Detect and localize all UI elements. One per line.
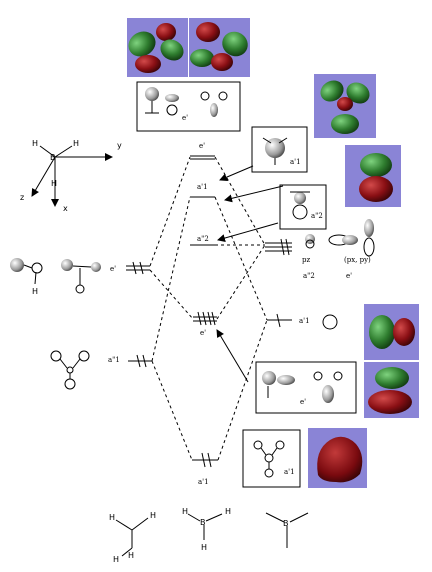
- right-level-p: [265, 238, 292, 256]
- orbital-panel-right-2: [345, 145, 401, 207]
- box-a2-double-prime: a"2: [279, 184, 327, 230]
- svg-text:e': e': [346, 272, 352, 280]
- right-level-s: a'1: [267, 313, 338, 330]
- svg-text:H: H: [73, 139, 79, 148]
- svg-text:H: H: [150, 511, 156, 520]
- box-small-label: a'1: [290, 158, 301, 166]
- center-level-a1-prime-upper: a'1: [190, 183, 215, 198]
- box-bottom-a1-prime: a'1: [242, 429, 301, 488]
- center-level-a1-prime-bottom: a'1: [192, 452, 218, 486]
- center-level-a2-double-prime: a"2: [190, 235, 215, 246]
- svg-text:a"2: a"2: [197, 235, 209, 243]
- svg-text:e': e': [200, 329, 206, 337]
- right-p-orbitals: pz a"2 (px, py) e': [302, 219, 375, 280]
- orbital-panel-right-1: [314, 74, 376, 138]
- left-a1-fragment: [50, 350, 90, 390]
- box-a1-prime-small: a'1: [251, 126, 308, 173]
- box-a2-label: a"2: [311, 212, 323, 220]
- pointer-arrows: [216, 165, 284, 383]
- svg-text:(px, py): (px, py): [344, 256, 371, 264]
- svg-text:H: H: [201, 543, 207, 552]
- planar-h4-fragment: [115, 517, 149, 557]
- left-level-e-prime: e': [110, 261, 150, 275]
- y-shaped-molecule: [265, 512, 309, 548]
- orbital-panel-top-left: [127, 18, 188, 77]
- svg-text:H: H: [225, 507, 231, 516]
- svg-text:z: z: [20, 193, 24, 202]
- svg-text:H: H: [109, 513, 115, 522]
- box-top-label: e': [182, 114, 188, 122]
- svg-text:B: B: [283, 519, 289, 528]
- left-level-a1-double-prime: a"1: [108, 354, 152, 368]
- svg-text:H: H: [32, 287, 38, 296]
- bh3-molecule: [187, 513, 223, 540]
- svg-text:H: H: [128, 551, 134, 560]
- svg-text:H: H: [182, 507, 188, 516]
- correlation-lines: [149, 156, 268, 461]
- svg-text:a'1: a'1: [198, 478, 209, 486]
- svg-text:B: B: [50, 153, 56, 162]
- svg-text:x: x: [63, 204, 68, 213]
- center-level-e-prime-bonding: e': [193, 311, 217, 337]
- box-lower-e-prime: e': [255, 361, 357, 414]
- box-top-e-prime: e': [136, 81, 241, 132]
- left-e-prime-fragments: H: [10, 258, 101, 296]
- center-level-e-prime-top: e': [190, 142, 215, 160]
- svg-text:a'1: a'1: [299, 317, 310, 325]
- svg-text:a'1: a'1: [197, 183, 208, 191]
- svg-text:a"2: a"2: [303, 272, 315, 280]
- box-lower-label: e': [300, 398, 306, 406]
- coordinate-axes: H H H B y z x: [20, 139, 122, 213]
- svg-text:H: H: [51, 179, 57, 188]
- orbital-panel-bottom: [308, 428, 367, 488]
- svg-text:pz: pz: [302, 256, 310, 264]
- svg-text:B: B: [200, 518, 206, 527]
- orbital-panel-top-right: [189, 18, 250, 77]
- svg-text:H: H: [32, 139, 38, 148]
- svg-text:e': e': [110, 265, 116, 273]
- svg-text:a"1: a"1: [108, 356, 120, 364]
- svg-text:e': e': [199, 142, 205, 150]
- svg-text:y: y: [117, 141, 122, 150]
- svg-text:H: H: [113, 555, 119, 564]
- box-bottom-label: a'1: [284, 468, 295, 476]
- orbital-panel-right-3: [364, 304, 419, 360]
- orbital-panel-right-4: [364, 362, 419, 418]
